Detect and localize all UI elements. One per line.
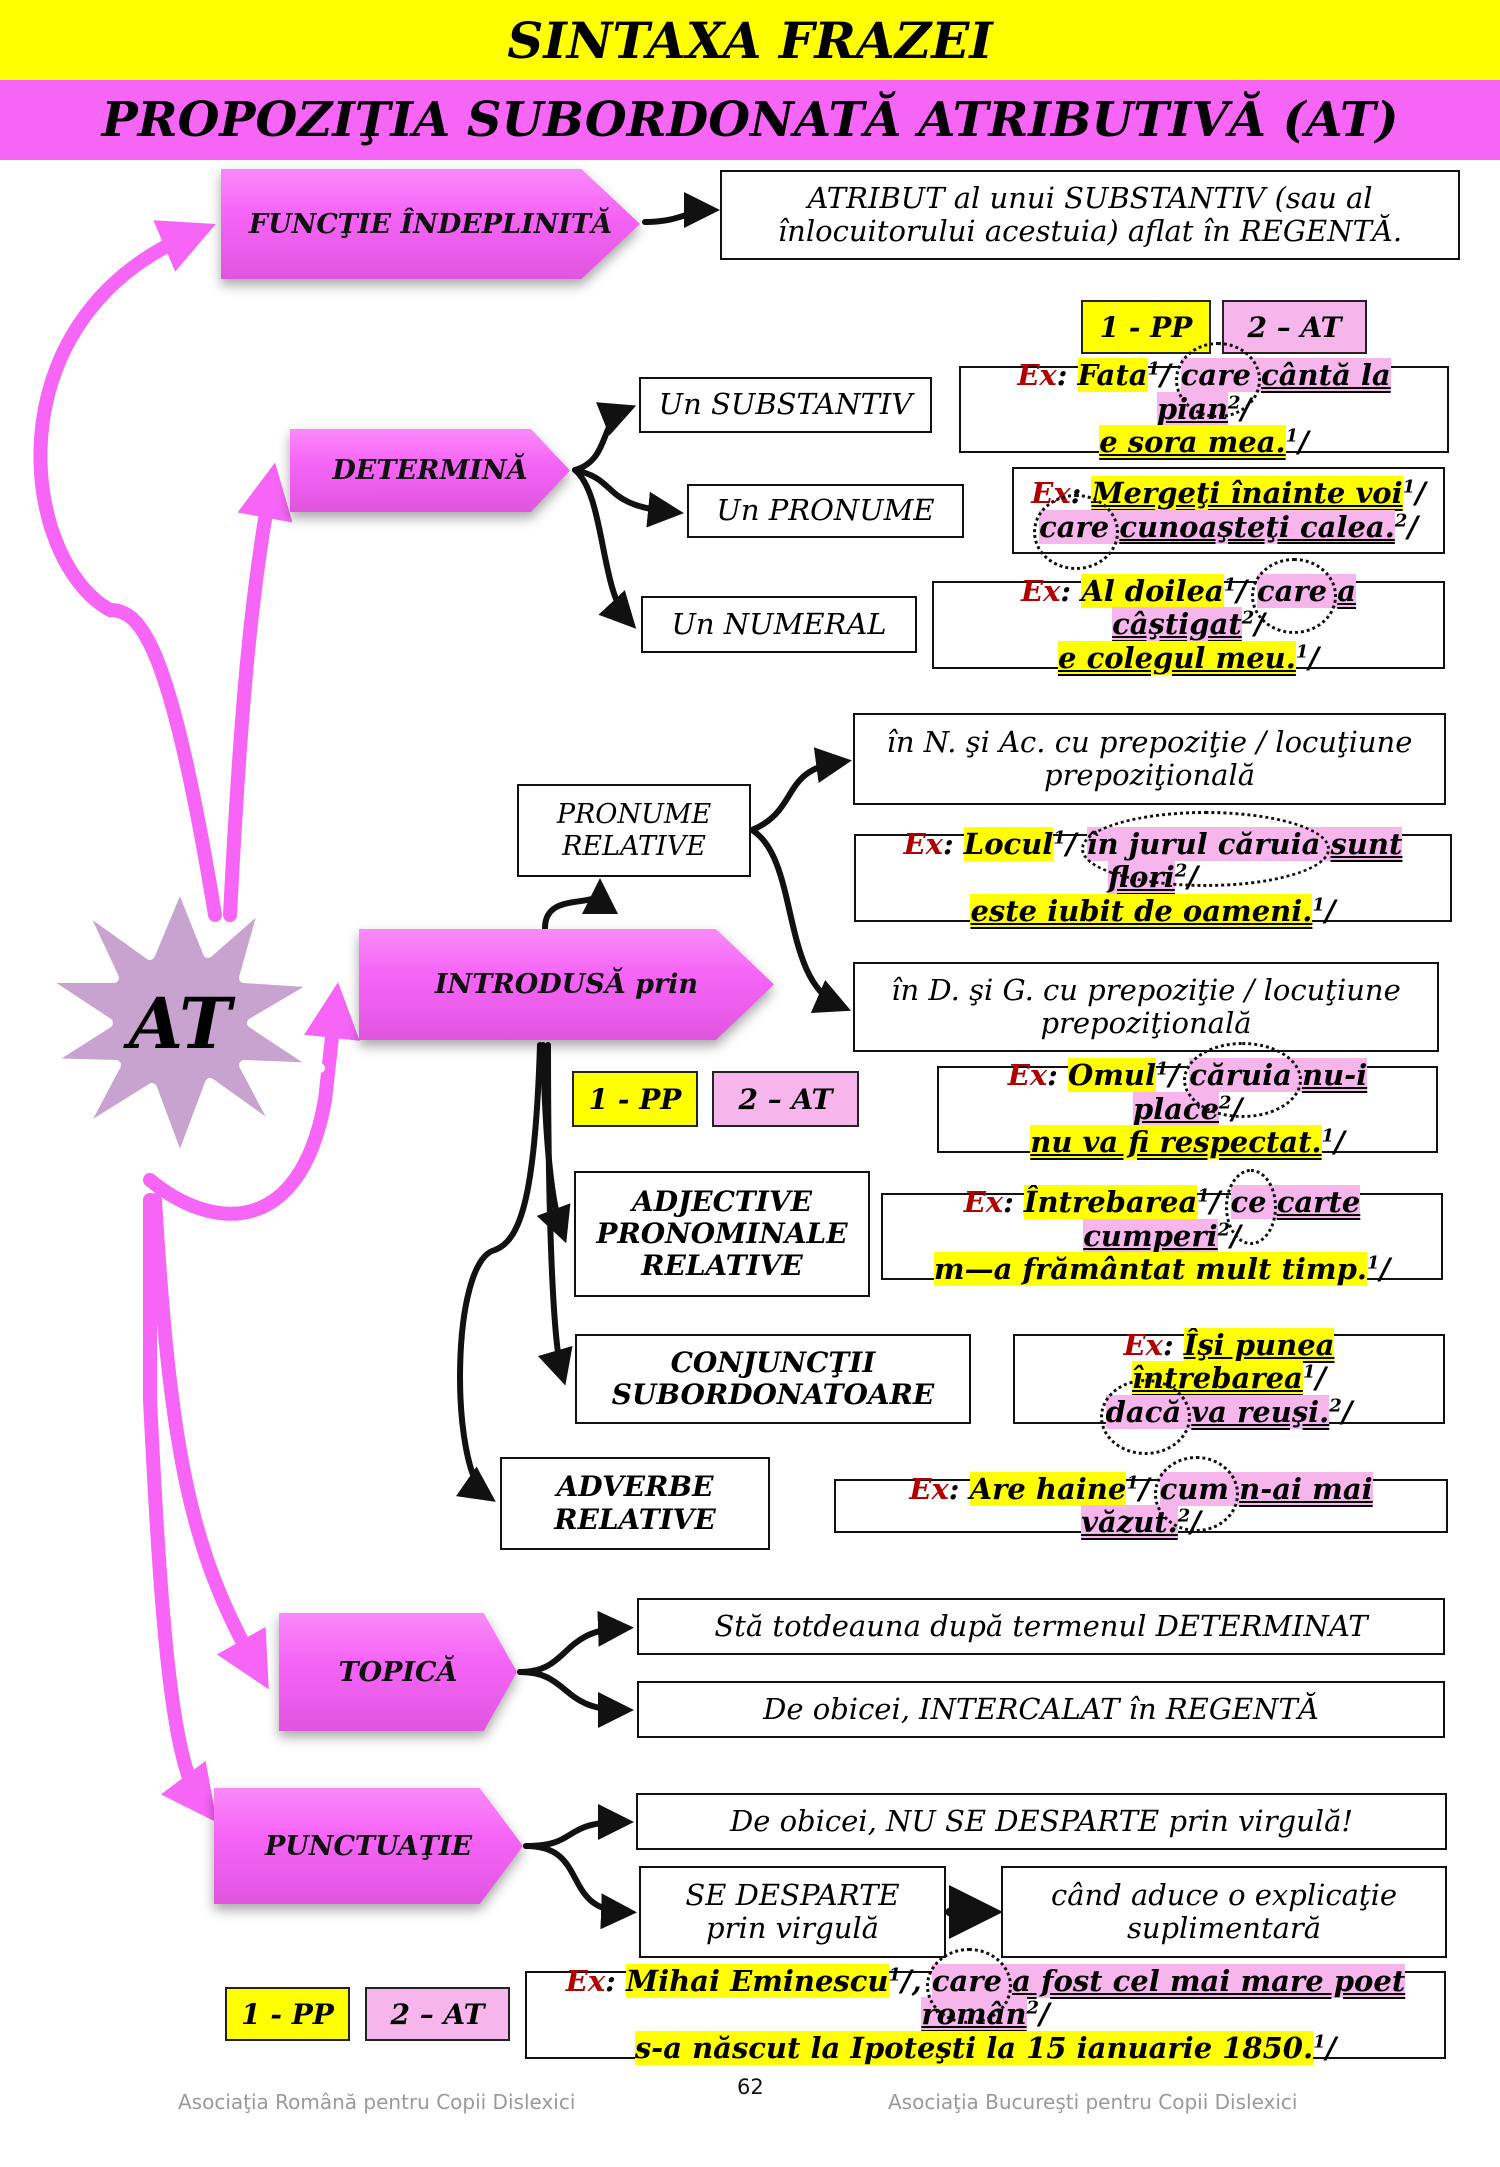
page-title: SINTAXA FRAZEI xyxy=(0,0,1500,80)
relative-word: ce xyxy=(1230,1185,1267,1220)
arrow-topica-2 xyxy=(517,1669,634,1728)
example-punctuatie: Ex: Mihai Eminescu1/, care a fost cel ma… xyxy=(525,1963,1446,2065)
determina-numeral: Un NUMERAL xyxy=(641,596,917,653)
arrow-nac xyxy=(749,747,852,833)
adverbe-relative: ADVERBE RELATIVE xyxy=(500,1457,770,1550)
relative-word: căruia xyxy=(1189,1058,1292,1093)
relative-word: care xyxy=(1039,509,1110,544)
punctuatie-label: PUNCTUAŢIE xyxy=(214,1788,523,1904)
arrow-adverbe xyxy=(456,1042,543,1502)
topica-label: TOPICĂ xyxy=(279,1613,517,1731)
arrow-punct-2 xyxy=(523,1843,637,1930)
determina-pronume: Un PRONUME xyxy=(687,484,964,538)
determina-label: DETERMINĂ xyxy=(290,429,570,512)
functie-value: ATRIBUT al unui SUBSTANTIV (sau al înloc… xyxy=(720,170,1460,260)
pink-arrow-introdusa xyxy=(143,982,360,1221)
example-numeral: Ex: Al doilea1/ care a câştigat2/ e cole… xyxy=(932,573,1445,675)
node-determina[interactable]: DETERMINĂ xyxy=(290,429,570,512)
relative-word: dacă xyxy=(1105,1394,1182,1429)
relative-word: cum xyxy=(1159,1471,1229,1506)
arrow-punct-1 xyxy=(523,1804,634,1849)
pronume-relative: PRONUME RELATIVE xyxy=(517,784,751,877)
arrow-pronume-relative xyxy=(542,878,618,931)
example-n-ac: Ex: Locul1/ în jurul căruia sunt flori2/… xyxy=(854,826,1452,928)
arrow-topica-1 xyxy=(517,1610,634,1675)
topica-rule-2: De obicei, INTERCALAT în REGENTĂ xyxy=(637,1681,1445,1738)
arrow-dg xyxy=(749,827,852,1013)
arrow-numeral xyxy=(572,467,637,629)
center-label: AT xyxy=(128,981,232,1065)
example-adverbe: Ex: Are haine1/ cum n-ai mai văzut.2/ xyxy=(834,1471,1448,1539)
pink-arrow-topica xyxy=(148,1193,269,1690)
case-n-ac: în N. şi Ac. cu prepoziţie / locuţiune p… xyxy=(853,713,1446,805)
pink-arrow-determina xyxy=(223,462,293,922)
node-functie[interactable]: FUNCŢIE ÎNDEPLINITĂ xyxy=(221,169,640,279)
relative-word: care xyxy=(1180,358,1251,393)
adjective-pronominale: ADJECTIVE PRONOMINALE RELATIVE xyxy=(574,1171,870,1297)
arrow-substantiv xyxy=(572,402,637,473)
introdusa-label: INTRODUSĂ prin xyxy=(359,929,774,1040)
legend-at-mid: 2 – AT xyxy=(712,1071,859,1127)
example-adjective: Ex: Întrebarea1/ ce carte cumperi2/ m—a … xyxy=(881,1185,1443,1287)
example-substantiv: Ex: Fata1/ care cântă la pian2/ e sora m… xyxy=(959,358,1449,460)
conjunctii-subordonatoare: CONJUNCŢII SUBORDONATOARE xyxy=(575,1334,971,1424)
example-conjunctii: Ex: Îşi punea întrebarea1/ dacă va reuşi… xyxy=(1013,1327,1445,1429)
example-pronume: Ex: Mergeţi înainte voi1/ care cunoaşteţ… xyxy=(1012,467,1445,554)
topica-rule-1: Stă totdeauna după termenul DETERMINAT xyxy=(637,1598,1445,1655)
punctuatie-rule-1: De obicei, NU SE DESPARTE prin virgulă! xyxy=(636,1793,1447,1850)
legend-pp: 1 - PP xyxy=(1081,300,1211,354)
legend-at-bottom: 2 – AT xyxy=(365,1987,510,2041)
relative-word: în jurul căruia xyxy=(1086,826,1321,861)
legend-pp-bottom: 1 - PP xyxy=(225,1987,350,2041)
arrow-conjunctii xyxy=(537,1042,573,1386)
example-d-g: Ex: Omul1/ căruia nu-i place2/ nu va fi … xyxy=(937,1058,1438,1160)
legend-at: 2 – AT xyxy=(1222,300,1367,354)
node-punctuatie[interactable]: PUNCTUAŢIE xyxy=(214,1788,523,1904)
punctuatie-rule-2: SE DESPARTE prin virgulă xyxy=(639,1866,946,1958)
punctuatie-rule-2-when: când aduce o explicaţie suplimentară xyxy=(1001,1866,1447,1958)
node-topica[interactable]: TOPICĂ xyxy=(279,1613,517,1731)
pink-arrow-punctuatie xyxy=(143,1193,217,1823)
case-d-g: în D. şi G. cu prepoziţie / locuţiune pr… xyxy=(853,962,1439,1052)
footer-right: Asociaţia Bucureşti pentru Copii Dislexi… xyxy=(888,2090,1298,2114)
pink-arrow-functie xyxy=(33,220,222,922)
page-subtitle: PROPOZIŢIA SUBORDONATĂ ATRIBUTIVĂ (AT) xyxy=(0,80,1500,160)
node-introdusa[interactable]: INTRODUSĂ prin xyxy=(359,929,774,1040)
relative-word: care xyxy=(1256,573,1328,608)
footer-left: Asociaţia Română pentru Copii Dislexici xyxy=(178,2090,576,2114)
functie-label: FUNCŢIE ÎNDEPLINITĂ xyxy=(221,169,640,279)
determina-substantiv: Un SUBSTANTIV xyxy=(639,377,932,433)
relative-word: care xyxy=(931,1963,1002,1998)
arrow-functie xyxy=(642,192,720,229)
legend-pp-mid: 1 - PP xyxy=(572,1071,698,1127)
page-number: 62 xyxy=(737,2075,764,2099)
arrow-pronume xyxy=(572,467,684,528)
starburst-icon xyxy=(35,878,325,1168)
